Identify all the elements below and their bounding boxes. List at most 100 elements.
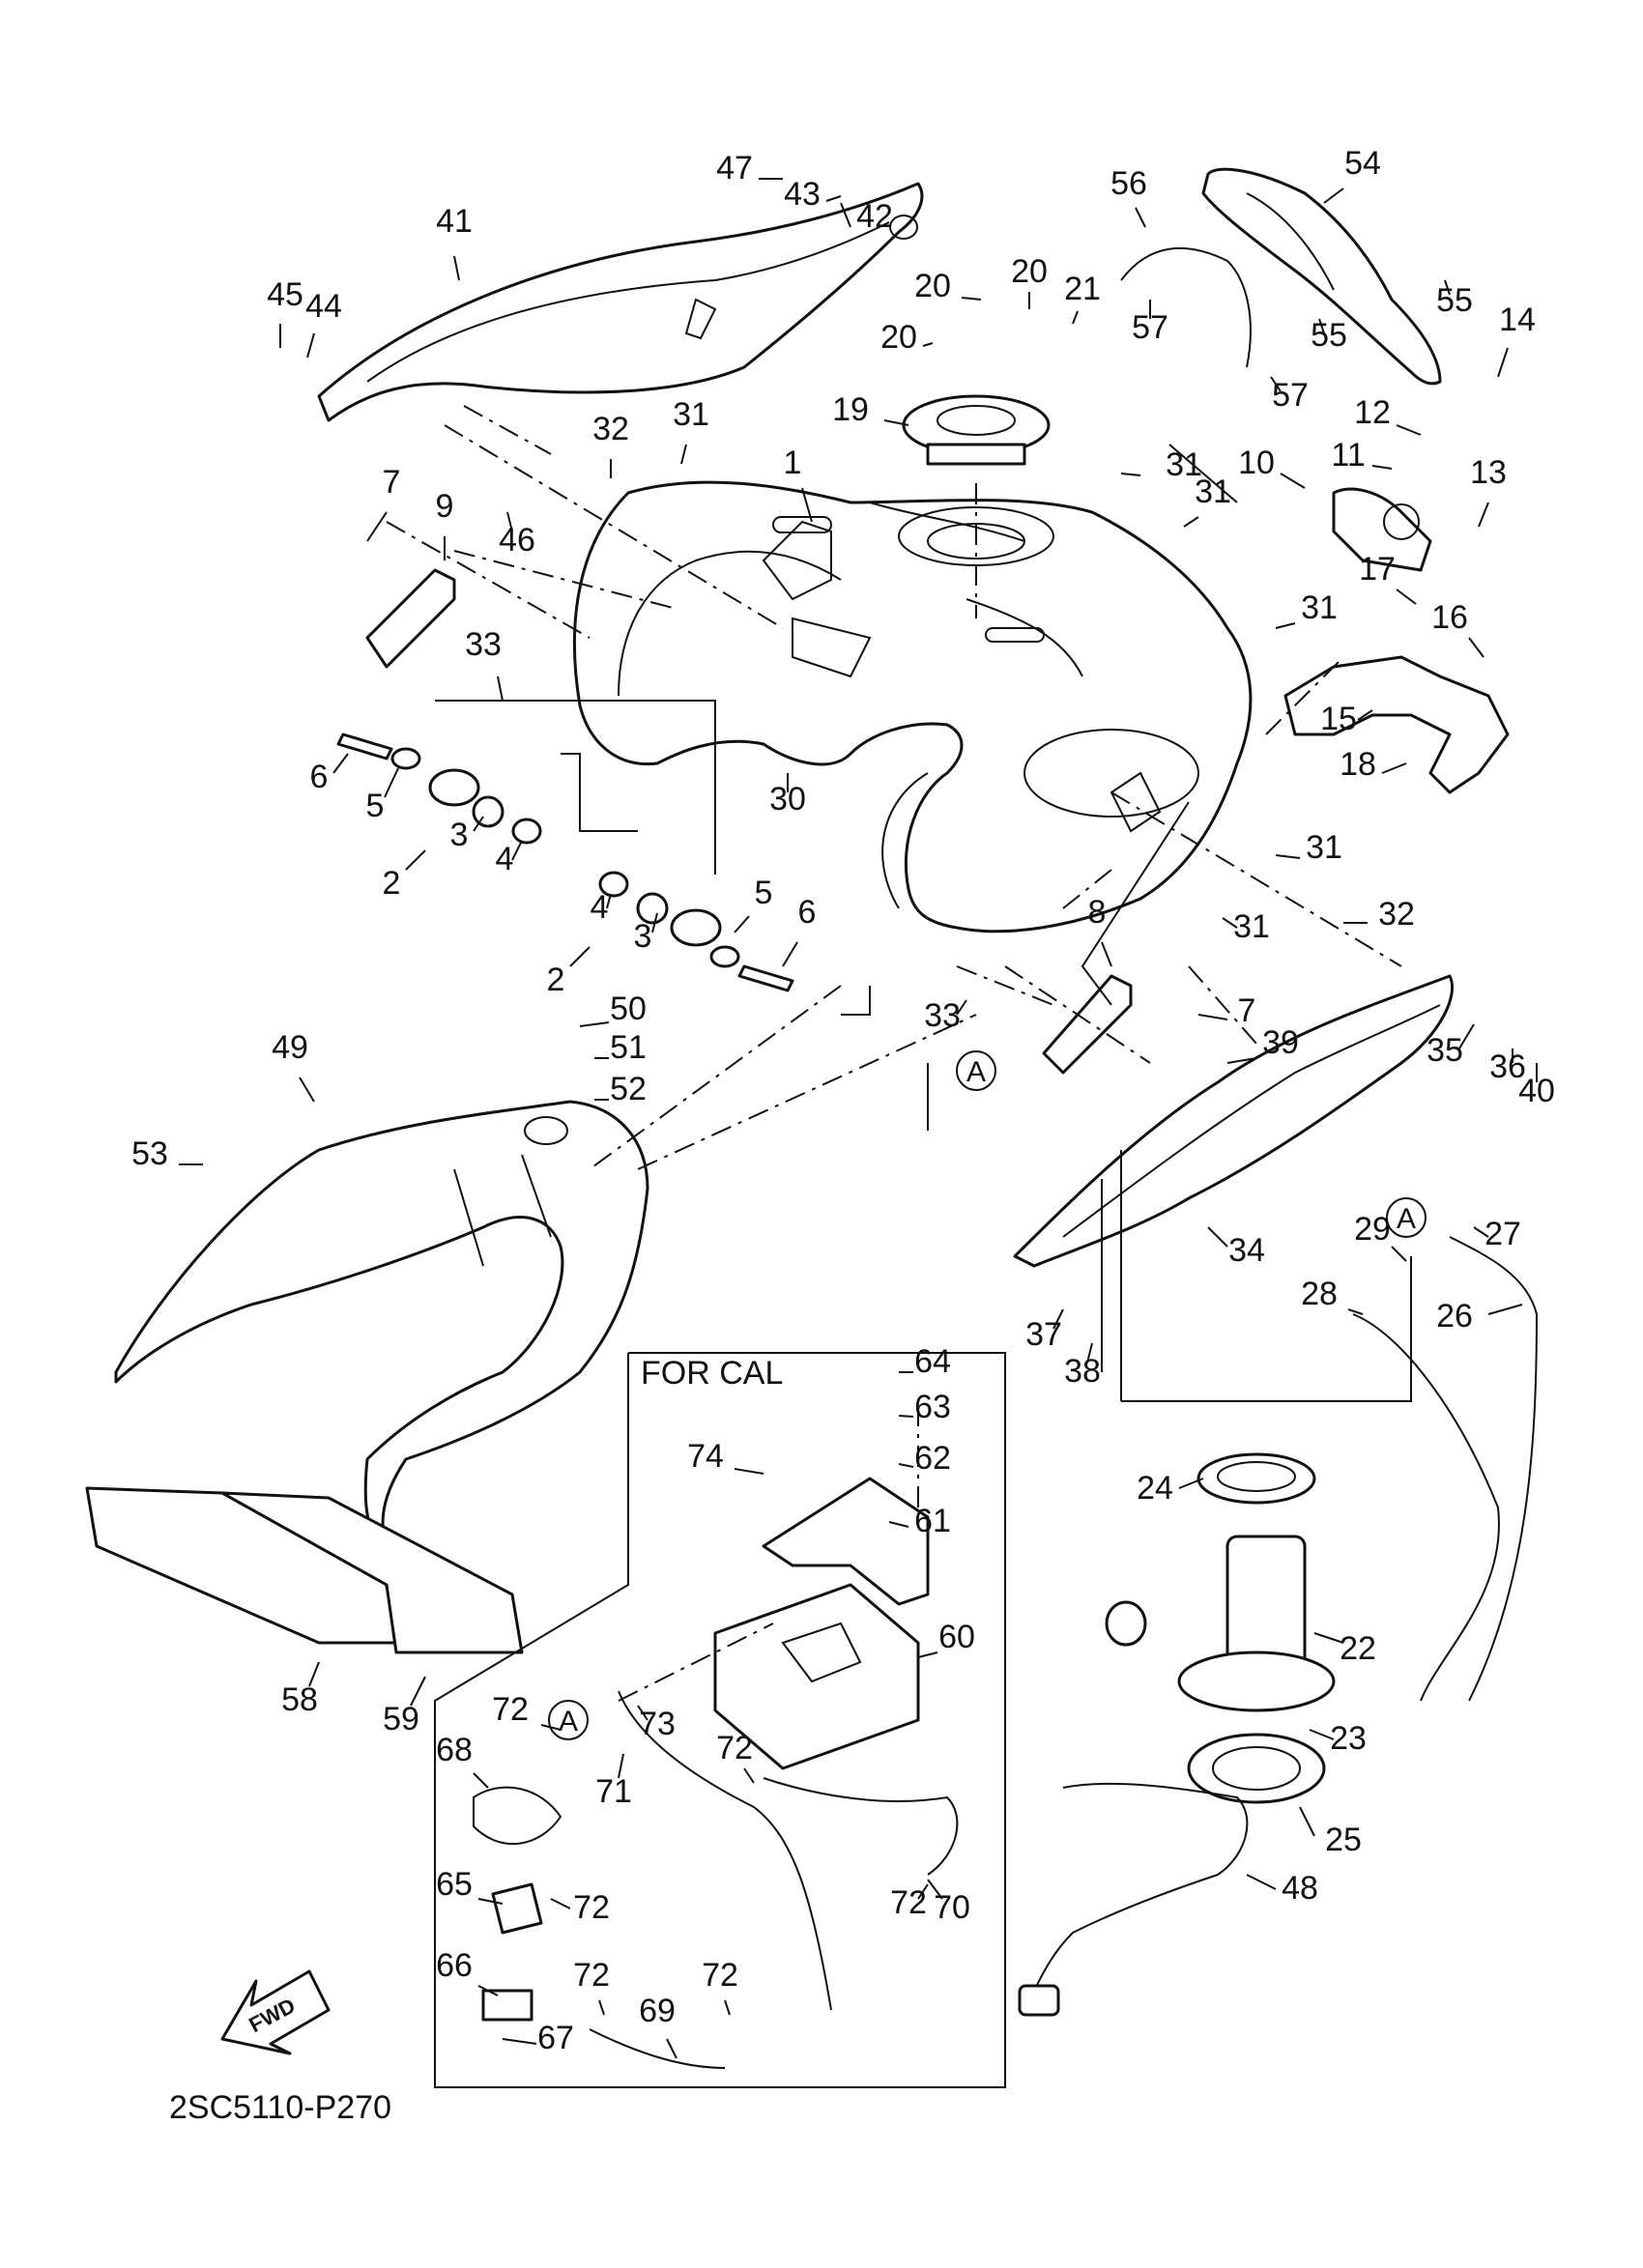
callout-20: 20 (914, 268, 951, 304)
callout-51: 51 (610, 1029, 647, 1066)
leader-line-11 (1371, 465, 1393, 470)
tank-stay (1283, 655, 1510, 794)
callout-47: 47 (716, 150, 753, 187)
leader-line-17 (1396, 589, 1417, 605)
leader-line-33 (497, 675, 504, 702)
callout-50: 50 (610, 990, 647, 1027)
leader-line-28 (1347, 1308, 1364, 1315)
leader-line-25 (1299, 1806, 1315, 1837)
leader-line-39 (1226, 1057, 1257, 1064)
callout-35: 35 (1427, 1032, 1463, 1069)
breather-hose-28 (1352, 1313, 1500, 1702)
svg-text:A: A (966, 1056, 986, 1088)
callout-39: 39 (1262, 1024, 1299, 1061)
callout-23: 23 (1330, 1720, 1367, 1757)
leader-line-72 (598, 1999, 605, 2016)
rear-cover (114, 1100, 649, 1548)
callout-67: 67 (537, 2020, 574, 2056)
leader-line-2 (569, 946, 591, 967)
joint-65 (491, 1882, 543, 1935)
valve-66 (481, 1989, 533, 2022)
callout-16: 16 (1431, 599, 1468, 636)
callout-55: 55 (1311, 317, 1347, 354)
leader-line-49 (299, 1077, 315, 1103)
callout-20: 20 (1011, 253, 1048, 290)
callout-20: 20 (880, 319, 917, 356)
svg-text:A: A (1397, 1203, 1416, 1235)
fuel-tank (572, 480, 1253, 933)
leader-line-20 (922, 342, 934, 347)
hose-connector (1018, 1984, 1060, 2017)
leader-line-60 (917, 1651, 938, 1658)
callout-31: 31 (673, 396, 709, 433)
trim-strip (1120, 246, 1252, 368)
callout-41: 41 (436, 203, 473, 240)
right-upper-cover (1201, 167, 1442, 386)
leader-line-46 (506, 511, 513, 532)
right-lower-side-cover (1013, 974, 1455, 1268)
leader-line-3 (473, 816, 484, 832)
leader-line-20 (961, 297, 982, 301)
leader-line-4 (606, 893, 612, 909)
forward-arrow: FWD (220, 1969, 331, 2055)
leader-line-65 (477, 1898, 504, 1905)
leader-line-31 (1120, 473, 1141, 476)
callout-55: 55 (1436, 282, 1473, 319)
leader-line-10 (1280, 473, 1306, 489)
leader-line-21 (1072, 310, 1079, 325)
callout-42: 42 (856, 198, 893, 235)
leader-line-50 (579, 1021, 610, 1027)
leader-line-6 (332, 753, 349, 774)
leader-line-42 (840, 202, 851, 228)
callout-37: 37 (1025, 1316, 1062, 1353)
callout-18: 18 (1340, 746, 1376, 783)
mount-kit-left (336, 732, 542, 845)
leader-line-16 (1468, 637, 1484, 658)
leader-line-72 (917, 1883, 929, 1900)
leader-line-31 (1275, 854, 1301, 859)
cal-inset-frame (434, 1352, 1006, 2088)
leader-line-7 (1197, 1014, 1228, 1020)
callout-26: 26 (1436, 1298, 1473, 1335)
callout-45: 45 (267, 276, 303, 313)
callout-64: 64 (914, 1343, 951, 1380)
hose-71 (618, 1690, 832, 2011)
callout-12: 12 (1354, 394, 1391, 431)
callout-3: 3 (450, 817, 469, 853)
leader-line-38 (1086, 1342, 1093, 1364)
callout-8: 8 (1088, 894, 1107, 931)
callout-56: 56 (1110, 165, 1147, 202)
callout-22: 22 (1340, 1630, 1376, 1667)
leader-line-55 (1444, 279, 1451, 296)
leader-line-19 (883, 419, 909, 426)
callout-2: 2 (383, 865, 401, 902)
leader-line-72 (724, 1999, 731, 2016)
callout-15: 15 (1320, 701, 1357, 737)
leader-line-55 (1318, 318, 1325, 334)
callout-44: 44 (305, 288, 342, 325)
leader-line-63 (898, 1415, 914, 1418)
leader-line-41 (453, 255, 460, 281)
callout-34: 34 (1228, 1232, 1265, 1269)
leader-line-31 (1183, 516, 1199, 528)
leader-line-6 (782, 941, 798, 967)
leader-line-72 (743, 1767, 755, 1784)
callout-72: 72 (573, 1957, 610, 1994)
leader-line-27 (1473, 1226, 1489, 1238)
callout-10: 10 (1238, 445, 1275, 481)
fuel-pump (1105, 1452, 1336, 1804)
svg-text:A: A (559, 1706, 578, 1737)
callout-43: 43 (784, 176, 821, 213)
hose-70 (763, 1777, 959, 1876)
callout-27: 27 (1484, 1216, 1521, 1252)
callout-33: 33 (465, 626, 502, 663)
callout-5: 5 (366, 788, 385, 824)
callout-21: 21 (1064, 271, 1101, 307)
breather-hose-26 (1449, 1236, 1539, 1702)
connector-marks: A A A (548, 1050, 1427, 1740)
reference-code: 2SC5110-P270 (169, 2089, 391, 2126)
callout-38: 38 (1064, 1353, 1101, 1390)
callout-70: 70 (934, 1889, 970, 1926)
